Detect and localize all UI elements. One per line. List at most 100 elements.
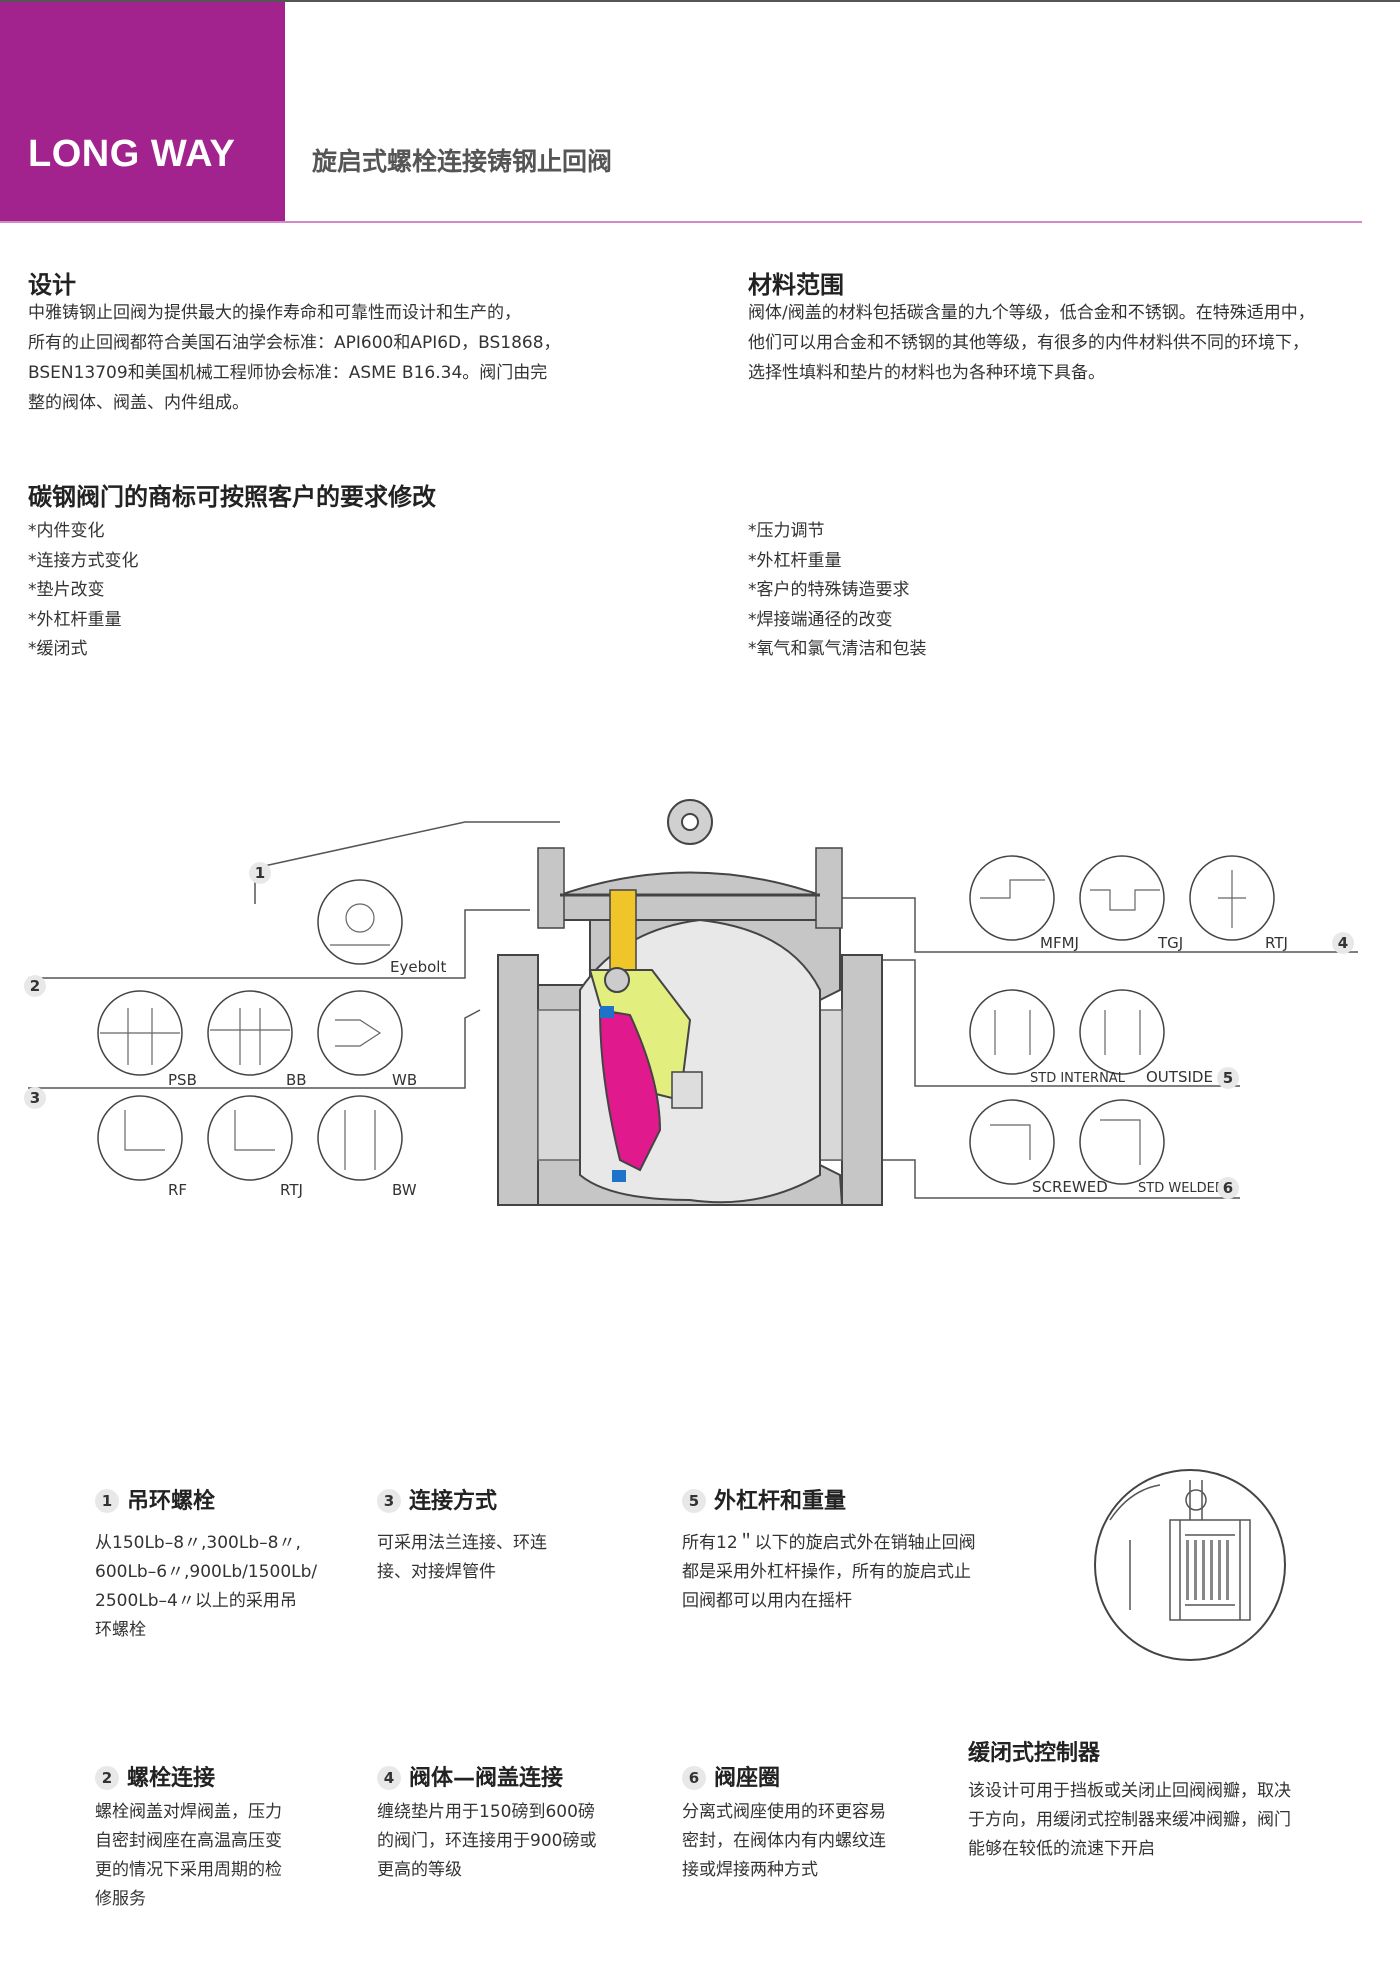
design-line: 整的阀体、阀盖、内件组成。 <box>28 393 249 413</box>
brand-logo: LONG WAY <box>28 133 236 175</box>
feature-line: 更的情况下采用周期的检 <box>95 1860 282 1880</box>
feature-line: 缠绕垫片用于150磅到600磅 <box>377 1802 595 1822</box>
feature-lever: 5 外杠杆和重量 所有12＂以下的旋启式外在销轴止回阀 都是采用外杠杆操作，所有的… <box>682 1483 1022 1616</box>
top-rule <box>0 0 1400 2</box>
list-item: *客户的特殊铸造要求 <box>748 580 910 600</box>
feature-title: 螺栓连接 <box>127 1766 216 1791</box>
header-divider <box>0 221 1362 223</box>
detail-std-welded <box>1079 1099 1165 1185</box>
feature-number: 4 <box>377 1766 401 1790</box>
materials-heading: 材料范围 <box>748 271 844 299</box>
feature-line: 能够在较低的流速下开启 <box>968 1839 1155 1859</box>
feature-line: 2500Lb–4〃以上的采用吊 <box>95 1591 297 1611</box>
feature-title: 吊环螺栓 <box>127 1489 216 1514</box>
feature-line: 接或焊接两种方式 <box>682 1860 818 1880</box>
design-line: BSEN13709和美国机械工程师协会标准：ASME B16.34。阀门由完 <box>28 363 548 383</box>
custom-heading: 碳钢阀门的商标可按照客户的要求修改 <box>28 483 436 511</box>
bolt-left <box>537 847 565 929</box>
label-bb: BB <box>286 1071 307 1089</box>
list-item: *焊接端通径的改变 <box>748 609 893 630</box>
detail-screwed <box>969 1099 1055 1185</box>
leader-line-4 <box>840 897 1358 953</box>
detail-bb <box>207 990 293 1076</box>
feature-title: 阀座圈 <box>714 1766 781 1791</box>
label-screwed: SCREWED <box>1032 1178 1108 1196</box>
design-line: 所有的止回阀都符合美国石油学会标准：API600和API6D，BS1868， <box>28 333 561 353</box>
feature-line: 回阀都可以用内在摇杆 <box>682 1591 852 1611</box>
bolt-right <box>815 847 843 929</box>
marker-3: 3 <box>30 1089 40 1107</box>
feature-line: 于方向，用缓闭式控制器来缓冲阀瓣，阀门 <box>968 1810 1291 1830</box>
valve-diagram: Eyebolt PSB BB WB RF RTJ BW MFMJ TGJ RTJ… <box>24 799 1358 1206</box>
list-item: *缓闭式 <box>28 639 88 659</box>
feature-line: 密封，在阀体内有内螺纹连 <box>682 1831 886 1851</box>
label-rtj-right: RTJ <box>1265 934 1288 952</box>
feature-seat-ring: 6 阀座圈 分离式阀座使用的环更容易 密封，在阀体内有内螺纹连 接或焊接两种方式 <box>682 1760 982 1885</box>
feature-slow-close: 缓闭式控制器 该设计可用于挡板或关闭止回阀阀瓣，取决 于方向，用缓闭式控制器来缓… <box>968 1735 1368 1864</box>
feature-number: 5 <box>682 1489 706 1513</box>
feature-number: 3 <box>377 1489 401 1513</box>
leader-line-3 <box>28 1009 481 1089</box>
materials-line: 他们可以用合金和不锈钢的其他等级，有很多的内件材料供不同的环境下， <box>748 333 1309 353</box>
detail-bw <box>317 1095 403 1181</box>
feature-line: 600Lb–6〃,900Lb/1500Lb/ <box>95 1562 318 1582</box>
label-eyebolt: Eyebolt <box>390 958 446 976</box>
detail-tgj <box>1079 855 1165 941</box>
feature-number: 2 <box>95 1766 119 1790</box>
valve-disc <box>598 1008 662 1172</box>
feature-title: 阀体—阀盖连接 <box>409 1766 564 1791</box>
detail-rf <box>97 1095 183 1181</box>
detail-rtj-left <box>207 1095 293 1181</box>
feature-line: 都是采用外杠杆操作，所有的旋启式止 <box>682 1562 971 1582</box>
hinge-bracket <box>609 889 637 981</box>
list-item: *垫片改变 <box>28 580 105 600</box>
slow-close-detail-image <box>1094 1469 1286 1661</box>
design-text: 中雅铸钢止回阀为提供最大的操作寿命和可靠性而设计和生产的， 所有的止回阀都符合美… <box>28 298 668 418</box>
leader-line-2 <box>28 909 530 979</box>
feature-line: 接、对接焊管件 <box>377 1562 496 1582</box>
valve-body <box>497 799 883 1206</box>
materials-line: 阀体/阀盖的材料包括碳含量的九个等级，低合金和不锈钢。在特殊适用中， <box>748 303 1315 323</box>
list-item: *氧气和氯气清洁和包装 <box>748 639 927 659</box>
detail-mfmj <box>969 855 1055 941</box>
detail-eyebolt <box>317 879 403 965</box>
feature-line: 自密封阀座在高温高压变 <box>95 1831 282 1851</box>
feature-line: 该设计可用于挡板或关闭止回阀阀瓣，取决 <box>968 1781 1291 1801</box>
feature-number: 6 <box>682 1766 706 1790</box>
seat-top <box>600 1006 614 1018</box>
feature-line: 可采用法兰连接、环连 <box>377 1533 547 1553</box>
slow-close-title: 缓闭式控制器 <box>968 1741 1101 1766</box>
label-std-welded: STD WELDED <box>1138 1181 1225 1196</box>
list-item: *外杠杆重量 <box>748 550 842 571</box>
feature-connection: 3 连接方式 可采用法兰连接、环连 接、对接焊管件 <box>377 1483 637 1587</box>
design-heading: 设计 <box>28 271 76 299</box>
label-mfmj: MFMJ <box>1040 934 1079 952</box>
feature-eyebolt: 1 吊环螺栓 从150Lb–8〃,300Lb–8〃, 600Lb–6〃,900Lb… <box>95 1483 355 1645</box>
label-psb: PSB <box>168 1071 197 1089</box>
label-tgj: TGJ <box>1157 934 1183 952</box>
materials-line: 选择性填料和垫片的材料也为各种环境下具备。 <box>748 363 1105 383</box>
label-bw: BW <box>392 1181 417 1199</box>
custom-list-left: *内件变化 *连接方式变化 *垫片改变 *外杠杆重量 *缓闭式 <box>28 517 139 665</box>
feature-title: 连接方式 <box>409 1489 498 1514</box>
list-item: *外杠杆重量 <box>28 609 122 630</box>
feature-line: 所有12＂以下的旋启式外在销轴止回阀 <box>682 1533 976 1553</box>
feature-number: 1 <box>95 1489 119 1513</box>
feature-line: 从150Lb–8〃,300Lb–8〃, <box>95 1533 301 1553</box>
label-rf: RF <box>168 1181 187 1199</box>
marker-2: 2 <box>30 977 40 995</box>
label-rtj-left: RTJ <box>280 1181 303 1199</box>
list-item: *连接方式变化 <box>28 550 139 571</box>
detail-wb <box>317 990 403 1076</box>
feature-line: 的阀门，环连接用于900磅或 <box>377 1831 597 1851</box>
label-std-internal: STD INTERNAL <box>1030 1071 1126 1086</box>
feature-line: 分离式阀座使用的环更容易 <box>682 1802 886 1822</box>
feature-line: 环螺栓 <box>95 1620 146 1640</box>
design-line: 中雅铸钢止回阀为提供最大的操作寿命和可靠性而设计和生产的， <box>28 303 521 323</box>
marker-5: 5 <box>1223 1069 1233 1087</box>
feature-line: 修服务 <box>95 1889 146 1909</box>
page-title: 旋启式螺栓连接铸钢止回阀 <box>312 147 613 176</box>
feature-title: 外杠杆和重量 <box>714 1489 847 1514</box>
detail-std-internal <box>969 989 1055 1075</box>
